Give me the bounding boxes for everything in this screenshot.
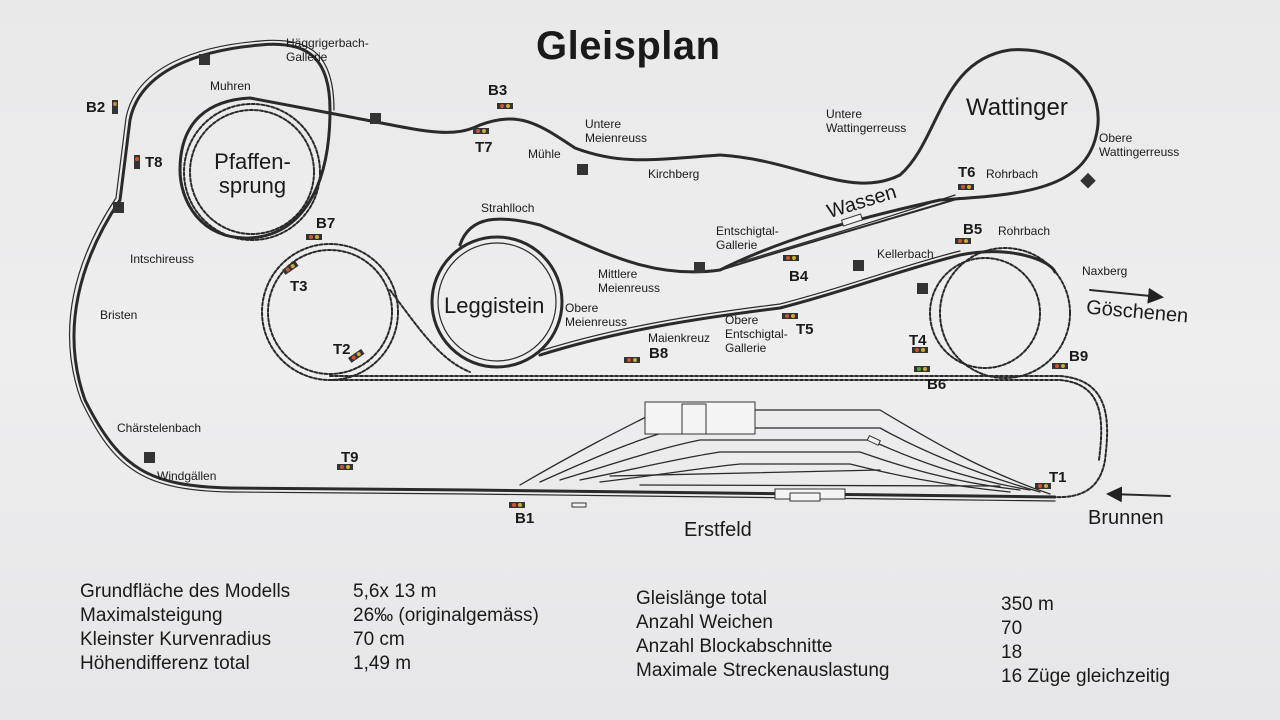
signal-b3: B3 [488,82,508,99]
signal-b6: B6 [927,376,947,393]
label-entschigtal-gallerie: Entschigtal- Gallerie [716,224,779,252]
signal-lights [112,54,1096,508]
signal-t1: T1 [1049,469,1067,486]
label-intschireuss: Intschireuss [130,252,195,266]
track-left-loop [72,42,1100,499]
stat-label: Anzahl Blockabschnitte [636,636,833,657]
signal-b8: B8 [649,345,669,362]
label-mittlere-meienreuss: Mittlere Meienreuss [598,267,661,295]
label-kirchberg: Kirchberg [648,167,700,181]
signal-t3: T3 [290,278,308,295]
stats-right-values: 350 m 70 18 16 Züge gleichzeitig [1001,593,1170,689]
label-maienkreuz: Maienkreuz [648,331,711,345]
signal-b1: B1 [515,510,535,527]
label-untere-meienreuss: Untere Meienreuss [585,117,648,145]
signal-b2: B2 [86,99,106,116]
track-pfaffensprung-spiral [183,103,321,241]
signal-t8: T8 [145,154,163,171]
signal-t9: T9 [341,449,359,466]
signal-t2: T2 [333,341,351,358]
track-middle-line [538,250,1057,357]
label-obere-meienreuss: Obere Meienreuss [565,301,628,329]
stat-value: 18 [1001,642,1023,663]
label-rohrbach-upper: Rohrbach [986,167,1039,181]
stat-value: 26‰ (originalgemäss) [353,605,539,626]
stats-right-labels: Gleislänge total Anzahl Weichen Anzahl B… [636,587,889,683]
label-haeggrigerbach: Häggrigerbach- Gallerie [286,36,369,64]
track-leggistein-spiral [430,235,564,369]
label-bristen: Bristen [100,308,138,322]
track-t3-spiral [261,243,399,381]
stats-left-values: 5,6x 13 m 26‰ (originalgemäss) 70 cm 1,4… [353,580,539,676]
stats-left-labels: Grundfläche des Modells Maximalsteigung … [80,580,290,676]
signal-t5: T5 [796,321,814,338]
stat-value: 70 [1001,618,1023,639]
stat-value: 1,49 m [353,653,412,674]
label-untere-wattingerreuss: Untere Wattingerreuss [826,107,907,135]
stat-value: 350 m [1001,594,1054,615]
track-naxberg-spiral [939,247,1071,379]
stat-label: Anzahl Weichen [636,612,773,633]
signal-b5: B5 [963,221,983,238]
label-naxberg: Naxberg [1082,264,1128,278]
stat-label: Höhendifferenz total [80,653,250,674]
erstfeld-yard [519,409,1051,495]
label-pfaffensprung: Pfaffen- sprung [214,149,291,198]
label-kellerbach: Kellerbach [877,247,934,261]
stat-value: 70 cm [353,629,405,650]
label-leggistein: Leggistein [444,293,545,318]
stat-label: Maximalsteigung [80,605,223,626]
track-wassen-line [719,197,961,271]
label-erstfeld: Erstfeld [684,519,752,541]
label-obere-entschigtal-gallerie: Obere Entschigtal- Gallerie [725,313,788,355]
signal-b7: B7 [316,215,336,232]
signal-t7: T7 [475,139,493,156]
track-hidden-return [329,375,1109,499]
label-strahlloch: Strahlloch [481,201,535,215]
signal-b4: B4 [789,268,809,285]
stat-label: Gleislänge total [636,588,767,609]
page-title: Gleisplan [536,24,721,68]
label-rohrbach-lower: Rohrbach [998,224,1051,238]
label-muehle: Mühle [528,147,561,161]
signal-b9: B9 [1069,348,1089,365]
label-wattinger: Wattinger [966,94,1068,121]
label-muhren: Muhren [210,79,251,93]
stat-label: Kleinster Kurvenradius [80,629,272,650]
stat-label: Maximale Streckenauslastung [636,660,890,681]
signal-t6: T6 [958,164,976,181]
stat-label: Grundfläche des Modells [80,581,291,602]
label-chaerstelenbach: Chärstelenbach [117,421,202,435]
label-windgaellen: Windgällen [157,469,217,483]
stat-value: 5,6x 13 m [353,581,437,602]
stat-value: 16 Züge gleichzeitig [1001,666,1170,687]
label-brunnen: Brunnen [1088,507,1164,529]
label-obere-wattingerreuss: Obere Wattingerreuss [1099,131,1180,159]
signal-t4: T4 [909,332,927,349]
